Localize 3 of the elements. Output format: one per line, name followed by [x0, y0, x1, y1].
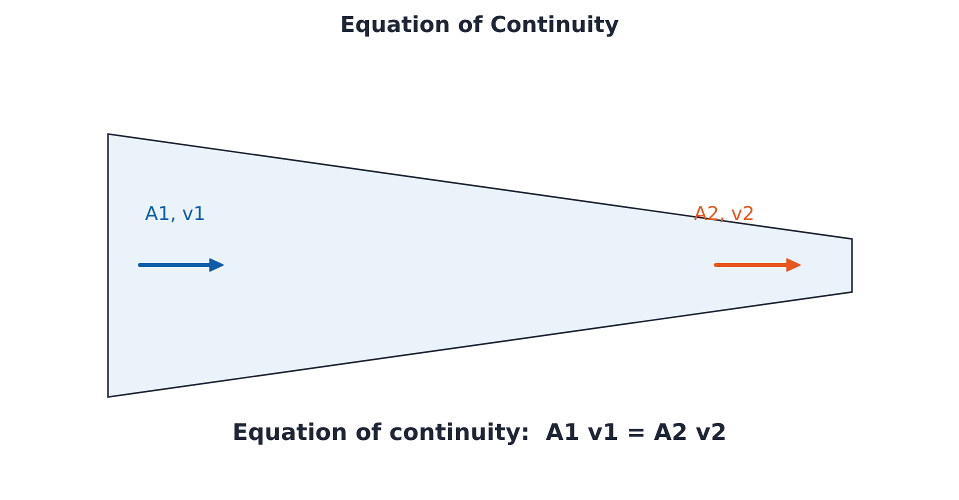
section-label: A1, v1: [145, 205, 206, 224]
equation-caption: Equation of continuity: A1 v1 = A2 v2: [232, 422, 727, 445]
diagram-title: Equation of Continuity: [340, 15, 619, 37]
